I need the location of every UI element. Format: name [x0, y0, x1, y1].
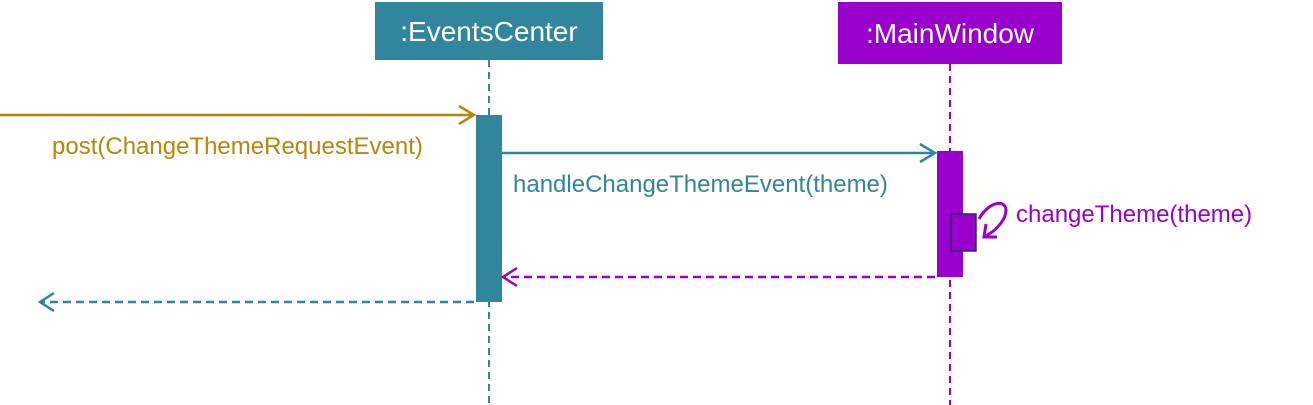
message-label-handle: handleChangeThemeEvent(theme) [513, 171, 888, 198]
message-label-post: post(ChangeThemeRequestEvent) [52, 133, 423, 160]
participant-label-events-center: :EventsCenter [400, 16, 577, 47]
participant-main-window: :MainWindow [838, 2, 1062, 64]
message-label-change-theme: changeTheme(theme) [1016, 201, 1252, 228]
self-call-activation [950, 213, 977, 252]
participant-events-center: :EventsCenter [375, 2, 603, 60]
message-change-theme: changeTheme(theme) [977, 201, 1252, 239]
participant-label-main-window: :MainWindow [866, 18, 1035, 49]
message-return-main-window [500, 266, 935, 288]
message-return-events-center [37, 291, 474, 313]
events-center-activation [476, 115, 502, 302]
message-handle: handleChangeThemeEvent(theme) [502, 142, 938, 198]
message-post: post(ChangeThemeRequestEvent) [0, 104, 477, 160]
